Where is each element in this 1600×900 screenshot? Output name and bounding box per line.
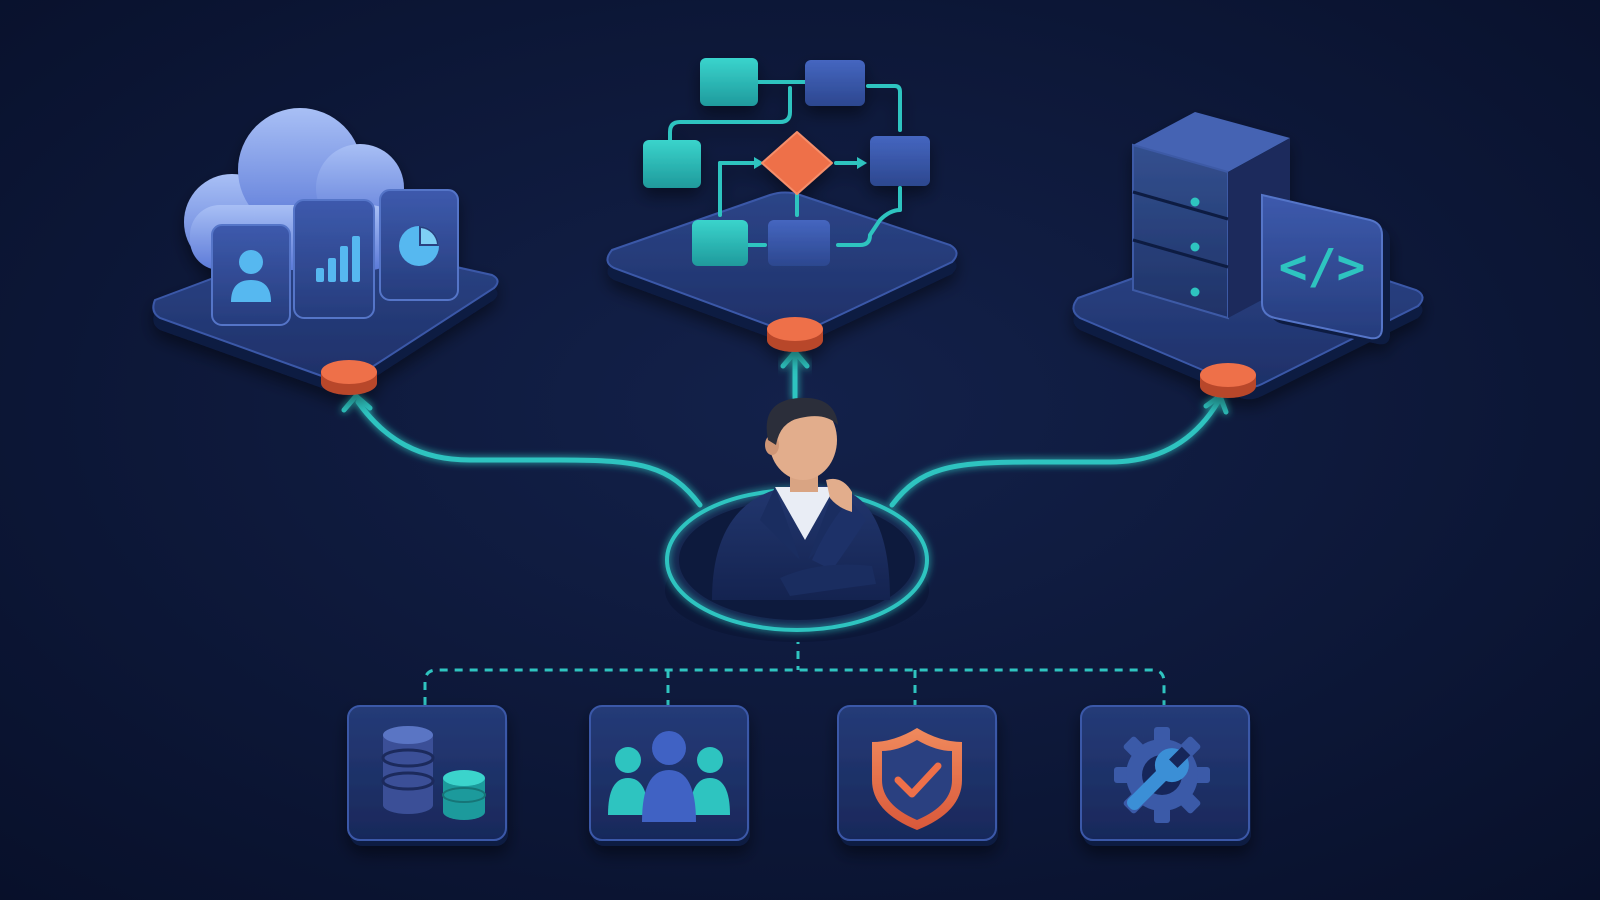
connector-left-arrow (341, 393, 703, 508)
database-tool-card[interactable] (347, 705, 508, 846)
pie-chart-icon (399, 226, 439, 266)
flow-step-box (692, 220, 748, 266)
bar-chart-icon (316, 236, 360, 282)
flow-step-box (643, 140, 701, 188)
flowchart-icon (643, 58, 930, 266)
shield-check-icon (872, 728, 962, 830)
decision-diamond-icon (761, 131, 833, 195)
gear-wrench-icon (1114, 727, 1210, 823)
person-thinking-icon (712, 397, 890, 600)
code-panel: </> (1261, 193, 1390, 345)
flow-step-box (870, 136, 930, 186)
cloud-analytics-node (152, 108, 499, 395)
bar-chart-card (293, 199, 375, 319)
security-tool-card[interactable] (837, 705, 998, 846)
left-connection-port (321, 360, 377, 395)
workflow-node (606, 58, 958, 352)
team-tool-card[interactable] (589, 705, 750, 846)
right-connection-port (1200, 363, 1256, 398)
code-brackets-icon: </> (1279, 239, 1366, 295)
database-icon (381, 726, 486, 820)
server-rack-icon (1132, 112, 1290, 320)
user-profile-icon (231, 250, 271, 302)
pie-chart-card (379, 189, 459, 301)
user-profile-card (211, 224, 291, 326)
center-connection-port (767, 317, 823, 352)
thinking-person-node (665, 397, 929, 642)
flow-step-box (768, 220, 830, 266)
flow-step-box (805, 60, 865, 106)
flow-step-box (700, 58, 758, 106)
server-code-node: </> (1072, 112, 1424, 400)
team-icon (608, 731, 730, 822)
settings-tool-card[interactable] (1080, 705, 1251, 846)
